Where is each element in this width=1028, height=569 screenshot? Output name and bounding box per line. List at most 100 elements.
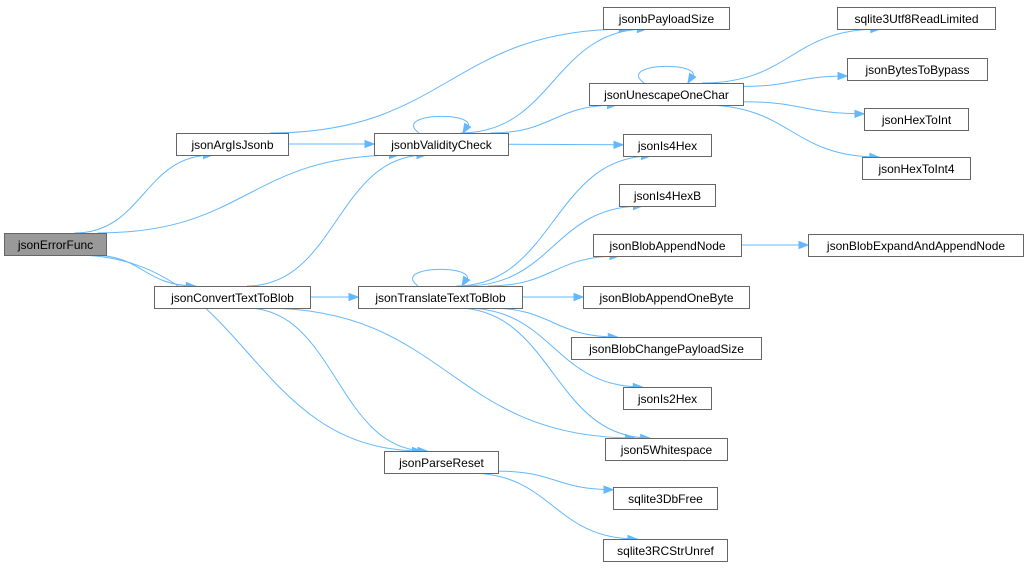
node-label: jsonUnescapeOneChar — [603, 88, 729, 102]
edge-line — [74, 254, 422, 452]
node-jsonb-payload-size[interactable]: jsonbPayloadSize — [603, 7, 730, 30]
edge-line — [703, 104, 879, 158]
node-json5-whitespace[interactable]: json5Whitespace — [605, 438, 728, 461]
edge-arrowhead — [573, 292, 585, 302]
edge-line — [269, 28, 629, 134]
node-json-blob-append-node[interactable]: jsonBlobAppendNode — [593, 234, 742, 257]
node-box — [837, 7, 996, 30]
edge-json-translate-text-to-blob-to-json-is4-hex — [456, 151, 652, 287]
edge-jsonb-validity-check-to-json-is4-hex — [507, 140, 625, 150]
node-label: jsonParseReset — [398, 456, 484, 470]
edge-json-parse-reset-to-sqlite3-rcstr-unref — [468, 472, 639, 544]
node-box — [583, 286, 750, 309]
edge-arrowhead — [854, 109, 866, 119]
node-label: jsonArgIsJsonb — [190, 138, 273, 152]
node-json-is2-hex[interactable]: jsonIs2Hex — [623, 387, 712, 410]
edge-json-translate-text-to-blob-to-json-blob-append-one-byte — [522, 292, 585, 302]
node-label: jsonHexToInt — [881, 113, 952, 127]
node-json-blob-expand-and-append-node[interactable]: jsonBlobExpandAndAppendNode — [808, 234, 1024, 257]
edge-jsonb-validity-check-to-jsonb-payload-size — [460, 24, 648, 134]
node-json-blob-append-one-byte[interactable]: jsonBlobAppendOneByte — [583, 286, 750, 309]
edge-line — [638, 65, 694, 84]
node-box — [847, 58, 988, 81]
node-label: jsonIs4Hex — [637, 139, 697, 153]
edge-line — [263, 307, 635, 439]
node-sqlite3-rcstr-unref[interactable]: sqlite3RCStrUnref — [603, 539, 728, 562]
edge-json-translate-text-to-blob-to-json5-whitespace — [456, 307, 652, 443]
node-label: jsonbPayloadSize — [618, 12, 715, 26]
edge-line — [74, 154, 213, 234]
node-json-arg-is-jsonb[interactable]: jsonArgIsJsonb — [176, 133, 289, 156]
edge-json-unescape-one-char-to-json-unescape-one-char — [638, 65, 697, 85]
node-json-error-func[interactable]: jsonErrorFunc — [4, 233, 107, 256]
node-sqlite3-db-free[interactable]: sqlite3DbFree — [613, 487, 718, 510]
node-jsonb-validity-check[interactable]: jsonbValidityCheck — [374, 133, 509, 156]
edge-arrowhead — [364, 139, 376, 149]
node-box — [4, 233, 107, 256]
node-json-hex-to-int4[interactable]: jsonHexToInt4 — [862, 157, 971, 180]
node-box — [862, 157, 971, 180]
edge-line — [742, 75, 848, 87]
edge-line — [460, 28, 647, 134]
node-json-convert-text-to-blob[interactable]: jsonConvertTextToBlob — [154, 286, 311, 309]
edge-json-arg-is-jsonb-to-jsonb-validity-check — [288, 139, 376, 149]
edge-json-convert-text-to-blob-to-jsonb-validity-check — [247, 150, 428, 287]
edge-line — [488, 307, 618, 338]
node-json-is4-hex-b[interactable]: jsonIs4HexB — [619, 184, 716, 207]
node-box — [589, 83, 744, 106]
edge-arrowhead — [348, 292, 360, 302]
node-json-blob-change-payload-size[interactable]: jsonBlobChangePayloadSize — [571, 337, 762, 360]
node-json-is4-hex[interactable]: jsonIs4Hex — [623, 134, 712, 157]
node-label: jsonTranslateTextToBlob — [374, 291, 506, 305]
node-box — [384, 451, 499, 474]
node-label: jsonBlobAppendNode — [608, 239, 725, 253]
edge-line — [97, 154, 399, 234]
edge-json-unescape-one-char-to-json-bytes-to-bypass — [742, 71, 849, 87]
node-sqlite3-utf8-read-limited[interactable]: sqlite3Utf8ReadLimited — [837, 7, 996, 30]
edge-arrowhead — [837, 71, 849, 81]
graph-edges — [74, 24, 882, 544]
edge-arrowhead — [462, 122, 472, 135]
node-label: jsonbValidityCheck — [390, 138, 492, 152]
node-box — [571, 337, 762, 360]
node-label: jsonBlobAppendOneByte — [598, 291, 733, 305]
edge-line — [507, 143, 624, 146]
node-json-translate-text-to-blob[interactable]: jsonTranslateTextToBlob — [358, 286, 523, 309]
edge-jsonb-validity-check-to-jsonb-validity-check — [413, 115, 472, 135]
edge-arrowhead — [613, 140, 625, 150]
edge-json-blob-append-node-to-json-blob-expand-and-append-node — [741, 240, 810, 250]
edge-arrowhead — [461, 275, 471, 288]
node-box — [154, 286, 311, 309]
edge-arrowhead — [687, 72, 697, 85]
edge-line — [742, 101, 865, 115]
edge-line — [91, 254, 196, 287]
node-box — [374, 133, 509, 156]
edge-arrowhead — [798, 240, 810, 250]
node-json-parse-reset[interactable]: jsonParseReset — [384, 451, 499, 474]
node-box — [623, 134, 712, 157]
node-label: sqlite3Utf8ReadLimited — [854, 12, 978, 26]
graph-nodes: jsonErrorFunc jsonArgIsJsonb jsonbValidity… — [4, 7, 1024, 562]
node-box — [619, 184, 716, 207]
node-label: sqlite3RCStrUnref — [617, 544, 714, 558]
edge-line — [702, 28, 880, 84]
edge-arrowhead — [603, 485, 615, 494]
node-label: json5Whitespace — [620, 443, 713, 457]
edge-json-convert-text-to-blob-to-json-translate-text-to-blob — [310, 292, 360, 302]
edge-line — [412, 268, 468, 287]
edge-json-error-func-to-json-convert-text-to-blob — [91, 254, 197, 291]
node-box — [593, 234, 742, 257]
node-json-bytes-to-bypass[interactable]: jsonBytesToBypass — [847, 58, 988, 81]
node-box — [605, 438, 728, 461]
node-label: jsonIs4HexB — [633, 189, 701, 203]
node-label: jsonConvertTextToBlob — [170, 291, 294, 305]
node-box — [358, 286, 523, 309]
node-json-unescape-one-char[interactable]: jsonUnescapeOneChar — [589, 83, 744, 106]
node-label: jsonBytesToBypass — [864, 63, 969, 77]
edge-line — [456, 155, 651, 287]
node-json-hex-to-int[interactable]: jsonHexToInt — [864, 108, 969, 131]
node-box — [864, 108, 969, 131]
edge-json-unescape-one-char-to-json-hex-to-int — [742, 101, 866, 119]
edge-line — [464, 205, 643, 287]
